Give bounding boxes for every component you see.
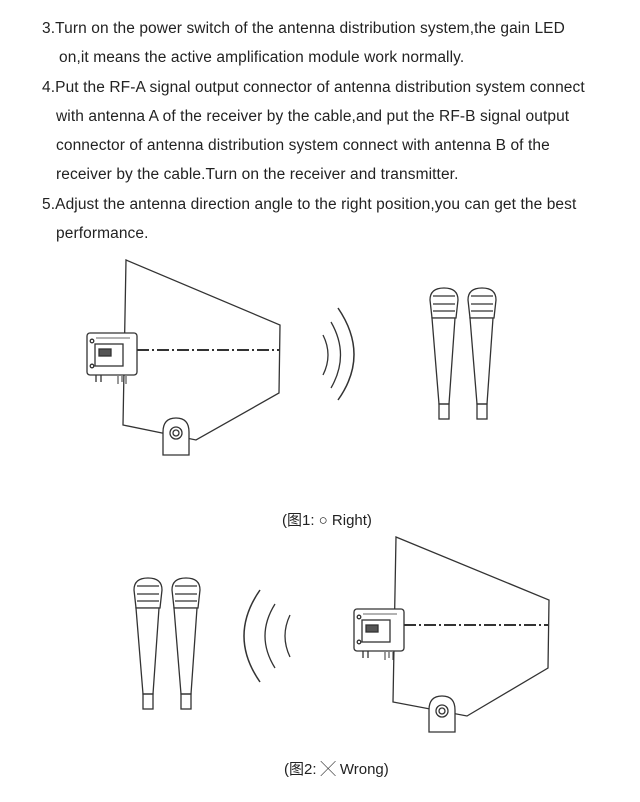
figure-2-caption: (图2: ╳ Wrong) (284, 761, 389, 778)
step-5-line-1: 5.Adjust the antenna direction angle to … (42, 196, 577, 213)
step-4-line-2: with antenna A of the receiver by the ca… (56, 108, 570, 125)
figure-1-caption: (图1: ○ Right) (282, 512, 372, 529)
signal-wave-1 (322, 334, 329, 376)
signal-wave-3 (337, 307, 355, 401)
signal-wave-1 (284, 614, 291, 658)
antenna-board (392, 536, 550, 717)
microphone-2 (171, 577, 201, 710)
step-4-line-4: receiver by the cable.Turn on the receiv… (56, 166, 459, 183)
antenna-mount (162, 417, 190, 456)
step-4-line-1: 4.Put the RF-A signal output connector o… (42, 79, 585, 96)
antenna-board (122, 259, 281, 441)
step-4-line-3: connector of antenna distribution system… (56, 137, 550, 154)
distribution-box (353, 608, 405, 652)
antenna-mount (428, 695, 456, 733)
microphone-1 (133, 577, 163, 710)
signal-wave-2 (330, 321, 342, 389)
microphone-1 (429, 287, 459, 420)
distribution-box (86, 332, 138, 376)
step-3-line-2: on,it means the active amplification mod… (59, 49, 465, 66)
signal-wave-3 (243, 589, 261, 683)
step-5-line-2: performance. (56, 225, 149, 242)
signal-wave-2 (264, 603, 276, 669)
step-3-line-1: 3.Turn on the power switch of the antenn… (42, 20, 565, 37)
microphone-2 (467, 287, 497, 420)
